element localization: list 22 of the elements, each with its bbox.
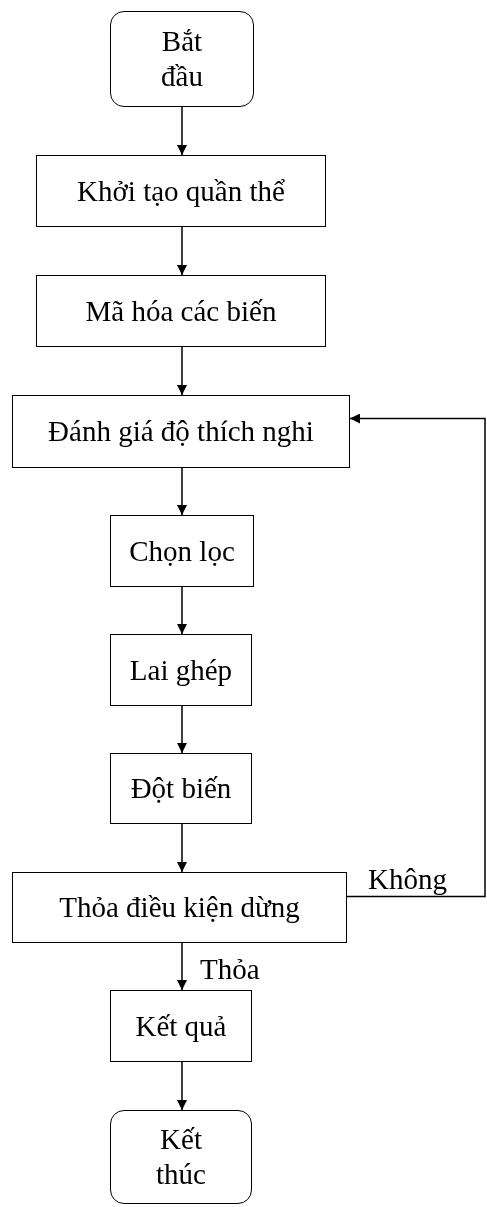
process-box: Thỏa điều kiện dừng	[12, 872, 347, 943]
process-box: Mã hóa các biến	[36, 275, 326, 347]
process-box: Kết quả	[110, 990, 252, 1062]
arrow	[177, 467, 187, 516]
terminal-box: Bắt đầu	[110, 11, 254, 107]
terminal-box: Kết thúc	[110, 1110, 252, 1204]
arrow	[177, 586, 187, 635]
process-box: Khởi tạo quần thể	[36, 155, 326, 227]
process-box: Đột biến	[110, 753, 252, 824]
arrow	[177, 942, 187, 991]
arrow	[177, 226, 187, 276]
edge-label: Thỏa	[200, 955, 260, 984]
process-box: Lai ghép	[110, 634, 252, 706]
arrow	[177, 106, 187, 156]
arrow	[346, 413, 486, 898]
arrow	[177, 705, 187, 754]
process-box: Đánh giá độ thích nghi	[12, 395, 350, 468]
arrow	[177, 346, 187, 396]
process-box: Chọn lọc	[110, 515, 254, 587]
arrow	[177, 1061, 187, 1111]
arrow	[177, 823, 187, 873]
edge-label: Không	[368, 864, 447, 894]
